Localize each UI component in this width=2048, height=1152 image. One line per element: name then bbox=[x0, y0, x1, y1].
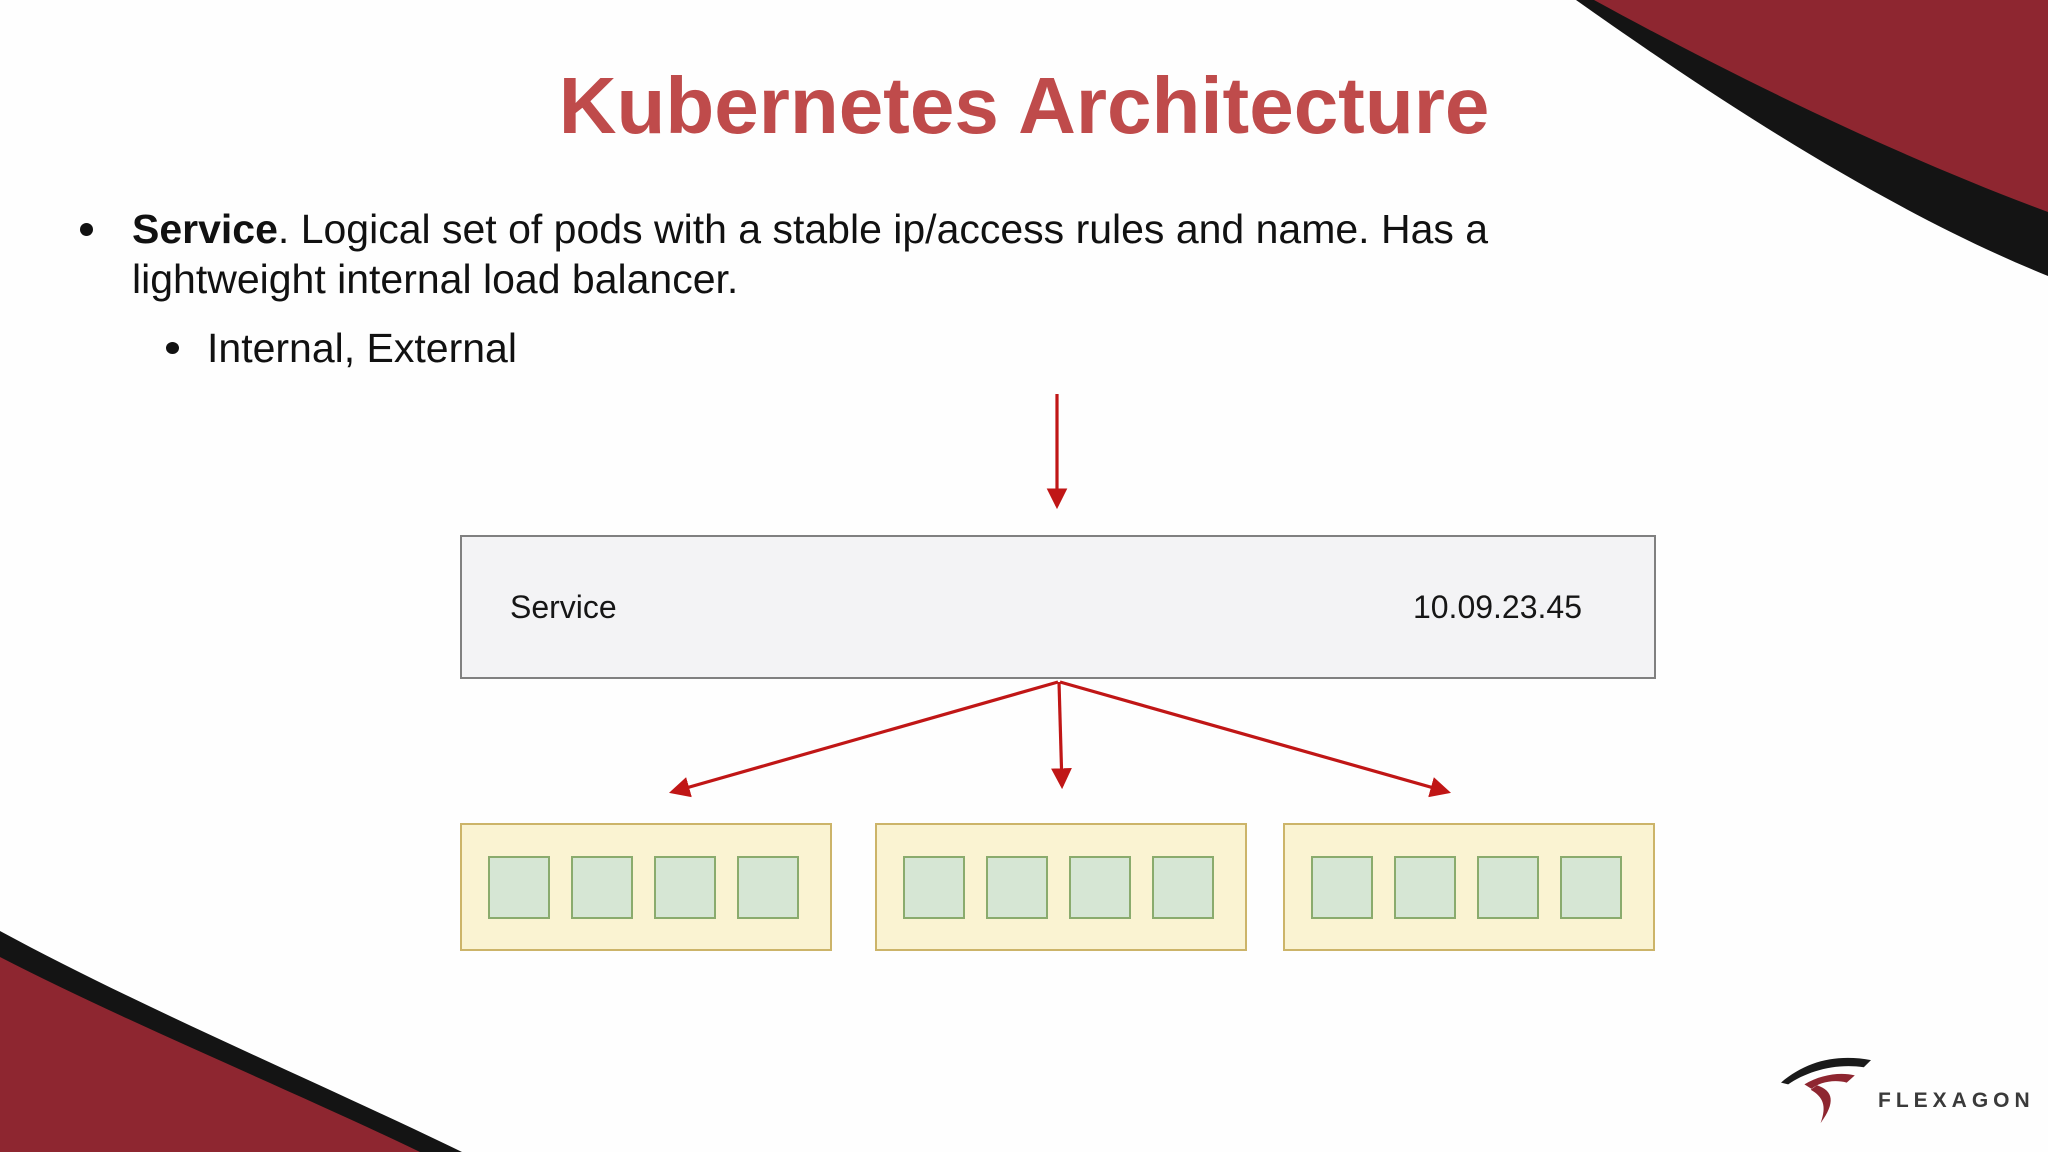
bullet-service-bold: Service bbox=[132, 206, 278, 252]
pod-box-1 bbox=[460, 823, 832, 951]
bullet-service-line2: lightweight internal load balancer. bbox=[132, 256, 739, 302]
flexagon-logo-icon bbox=[1781, 1057, 1871, 1124]
pod-square bbox=[488, 855, 550, 919]
pod-square bbox=[986, 855, 1048, 919]
flexagon-logo-text: FLEXAGON bbox=[1878, 1089, 2035, 1112]
service-box: Service 10.09.23.45 bbox=[460, 535, 1656, 679]
pod-square bbox=[1311, 855, 1373, 919]
bullet-item-service: Service. Logical set of pods with a stab… bbox=[80, 204, 1640, 304]
pod-square bbox=[737, 855, 799, 919]
pod-square bbox=[1069, 855, 1131, 919]
pod-square bbox=[1477, 855, 1539, 919]
bullet-text-service: Service. Logical set of pods with a stab… bbox=[132, 204, 1488, 304]
pod-square bbox=[1394, 855, 1456, 919]
flexagon-logo: FLEXAGON bbox=[1780, 1052, 2035, 1124]
service-box-ip: 10.09.23.45 bbox=[1412, 588, 1582, 625]
bullet-service-line1: . Logical set of pods with a stable ip/a… bbox=[277, 206, 1489, 252]
pod-square bbox=[1152, 855, 1214, 919]
arrow-service-to-pod-box-3-icon bbox=[1059, 680, 1452, 798]
corner-swoosh-bottom-left-black bbox=[0, 931, 462, 1152]
arrow-service-to-pod-box-1-icon bbox=[668, 680, 1059, 798]
corner-swoosh-bottom-left-red bbox=[0, 957, 420, 1152]
arrow-service-to-pod-box-2-icon bbox=[1051, 681, 1072, 790]
pod-square bbox=[654, 855, 716, 919]
page-title: Kubernetes Architecture bbox=[558, 61, 1490, 150]
bullet-list: Service. Logical set of pods with a stab… bbox=[80, 204, 1640, 372]
bullet-item-internal-external: Internal, External bbox=[166, 324, 1640, 372]
pod-square bbox=[571, 855, 633, 919]
pod-square bbox=[903, 855, 965, 919]
service-box-label: Service bbox=[510, 588, 617, 625]
pod-square bbox=[1560, 855, 1622, 919]
bullet-dot bbox=[80, 223, 93, 236]
sub-bullet-text: Internal, External bbox=[207, 325, 517, 371]
pod-box-2 bbox=[875, 823, 1247, 951]
sub-bullet-dot bbox=[166, 342, 179, 354]
pod-box-3 bbox=[1283, 823, 1655, 951]
